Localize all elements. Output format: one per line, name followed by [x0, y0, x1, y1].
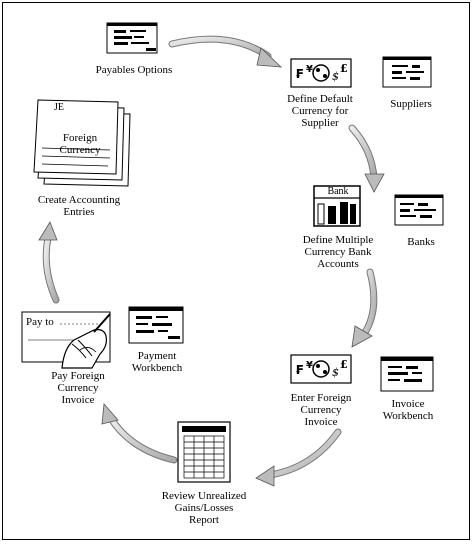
invoice-workbench-label: Invoice Workbench	[382, 398, 434, 422]
payment-workbench-label: Payment Workbench	[131, 350, 183, 374]
pay-to-text: Pay to	[26, 316, 54, 328]
pay-foreign-invoice-label: Pay Foreign Currency Invoice	[51, 370, 105, 406]
payables-options-form-icon	[106, 22, 158, 54]
flow-arrow-5	[101, 403, 178, 464]
invoice-currency-symbols-icon: ₣ ¥ $ £	[290, 354, 352, 384]
enter-foreign-invoice-label: Enter Foreign Currency Invoice	[290, 392, 352, 428]
bank-sign-text: Bank	[327, 186, 349, 197]
review-unrealized-label: Review Unrealized Gains/Losses Report	[161, 490, 247, 526]
yen-symbol: ¥	[306, 360, 313, 371]
yen-symbol: ¥	[306, 64, 313, 75]
diagram-frame	[2, 2, 470, 540]
pound-symbol: £	[340, 358, 348, 371]
flow-arrow-6	[38, 221, 60, 304]
franc-symbol: ₣	[295, 67, 303, 81]
flow-arrow-2	[348, 124, 385, 193]
suppliers-form-icon	[382, 56, 432, 88]
payment-workbench-form-icon	[128, 306, 184, 344]
currency-symbols-icon: ₣ ¥ $ £	[290, 58, 352, 88]
foreign-currency-doc-text: Foreign Currency	[59, 132, 101, 156]
report-printout-icon	[177, 421, 231, 483]
check-signing-hand-icon	[21, 311, 111, 369]
banks-label: Banks	[407, 236, 435, 248]
franc-symbol: ₣	[295, 363, 303, 377]
define-multiple-currency-label: Define Multiple Currency Bank Accounts	[302, 234, 374, 270]
define-default-currency-label: Define Default Currency for Supplier	[287, 93, 353, 129]
dollar-symbol: $	[332, 366, 339, 379]
invoice-workbench-form-icon	[380, 356, 434, 392]
dollar-symbol: $	[332, 70, 339, 83]
flow-arrow-4	[255, 428, 342, 487]
journal-entry-stack-icon	[33, 99, 131, 187]
suppliers-label: Suppliers	[390, 98, 432, 110]
banks-form-icon	[394, 194, 444, 226]
bank-building-icon	[313, 185, 361, 227]
je-text: JE	[54, 102, 64, 113]
flow-arrow-3	[351, 268, 378, 348]
create-accounting-label: Create Accounting Entries	[37, 194, 121, 218]
flow-arrow-1	[168, 35, 283, 68]
payables-options-label: Payables Options	[95, 64, 173, 76]
pound-symbol: £	[340, 62, 348, 75]
